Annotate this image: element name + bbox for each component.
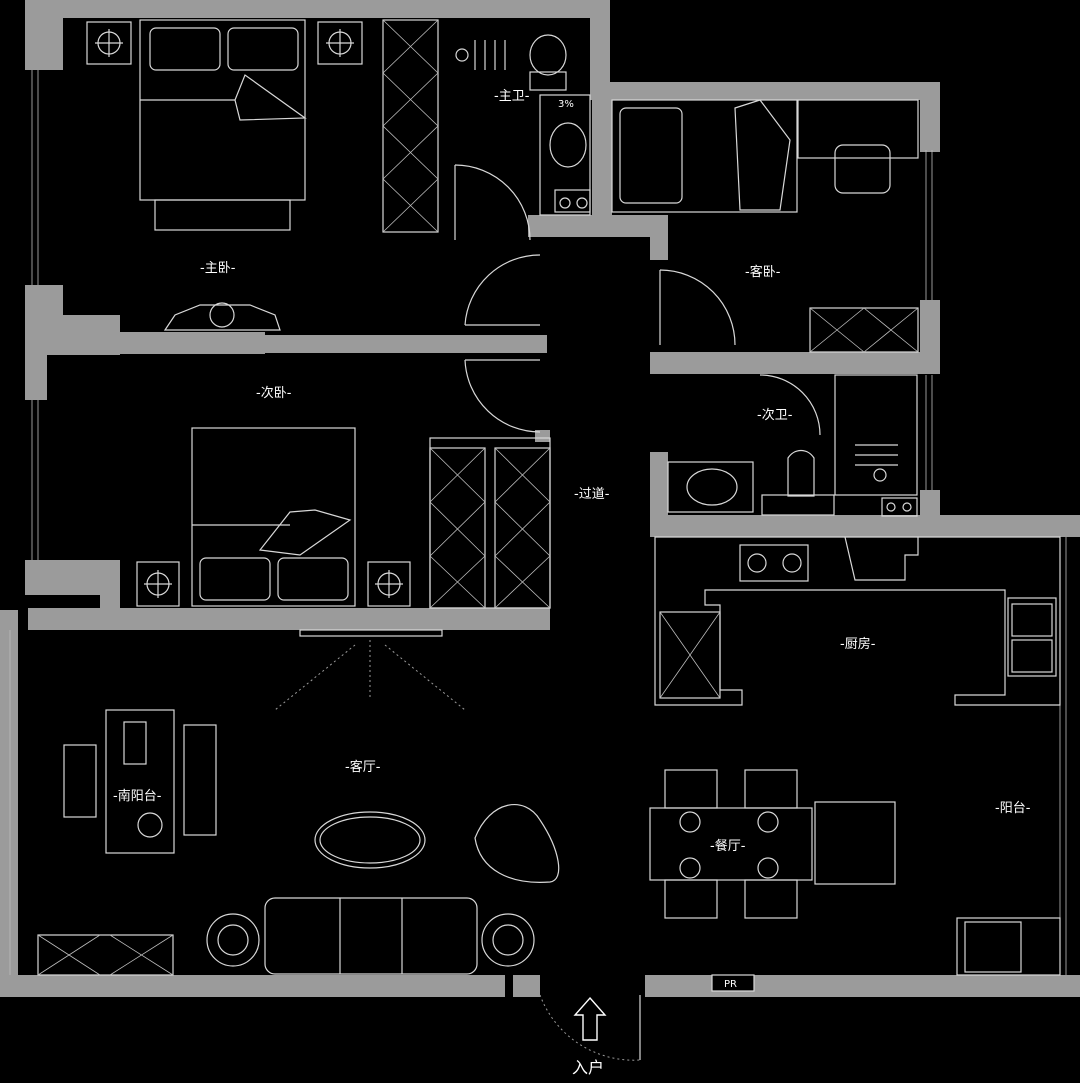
label-entrance: 入户 [572, 1058, 604, 1077]
label-master-bath: -主卫- [494, 89, 530, 104]
entry-arrow-icon [573, 996, 607, 1041]
dresser [163, 302, 281, 331]
kitchen-counters [654, 536, 1061, 706]
entry-door [539, 994, 641, 1061]
walls [0, 0, 1080, 997]
label-second-bath: -次卫- [757, 407, 793, 423]
wardrobe [382, 19, 439, 233]
dining-table [649, 769, 896, 919]
label-dining-room: -餐厅- [710, 838, 746, 854]
south-balcony-desk [63, 709, 217, 854]
second-wardrobe [429, 437, 551, 609]
guest-door [659, 269, 736, 346]
nightstand-lamp-icon [86, 21, 363, 65]
second-bed [136, 427, 411, 607]
label-corridor: -过道- [574, 487, 610, 502]
label-guest-bedroom: -客卧- [745, 264, 781, 280]
guest-wardrobe [809, 307, 919, 353]
pipe-marker [711, 974, 755, 992]
master-door [464, 254, 541, 433]
tv-cabinet [274, 629, 466, 711]
label-balcony: -阳台- [995, 801, 1031, 816]
label-pipe: PR [724, 979, 737, 990]
sofa [206, 897, 535, 975]
label-living-room: -客厅- [345, 759, 381, 775]
master-bath-fixtures [454, 34, 591, 241]
label-south-balcony: -南阳台- [113, 788, 162, 804]
label-kitchen: -厨房- [840, 636, 876, 652]
label-master-bedroom: -主卧- [200, 261, 236, 276]
coffee-table [314, 811, 426, 869]
second-bath-fixtures [667, 374, 918, 517]
guest-bed [611, 99, 919, 213]
label-second-bedroom: -次卧- [256, 385, 292, 401]
balcony-appliance [956, 917, 1061, 976]
label-slope: 3% [558, 99, 574, 110]
living-cabinet [37, 934, 174, 976]
lounge-chair [474, 804, 560, 883]
master-bed [139, 19, 307, 231]
